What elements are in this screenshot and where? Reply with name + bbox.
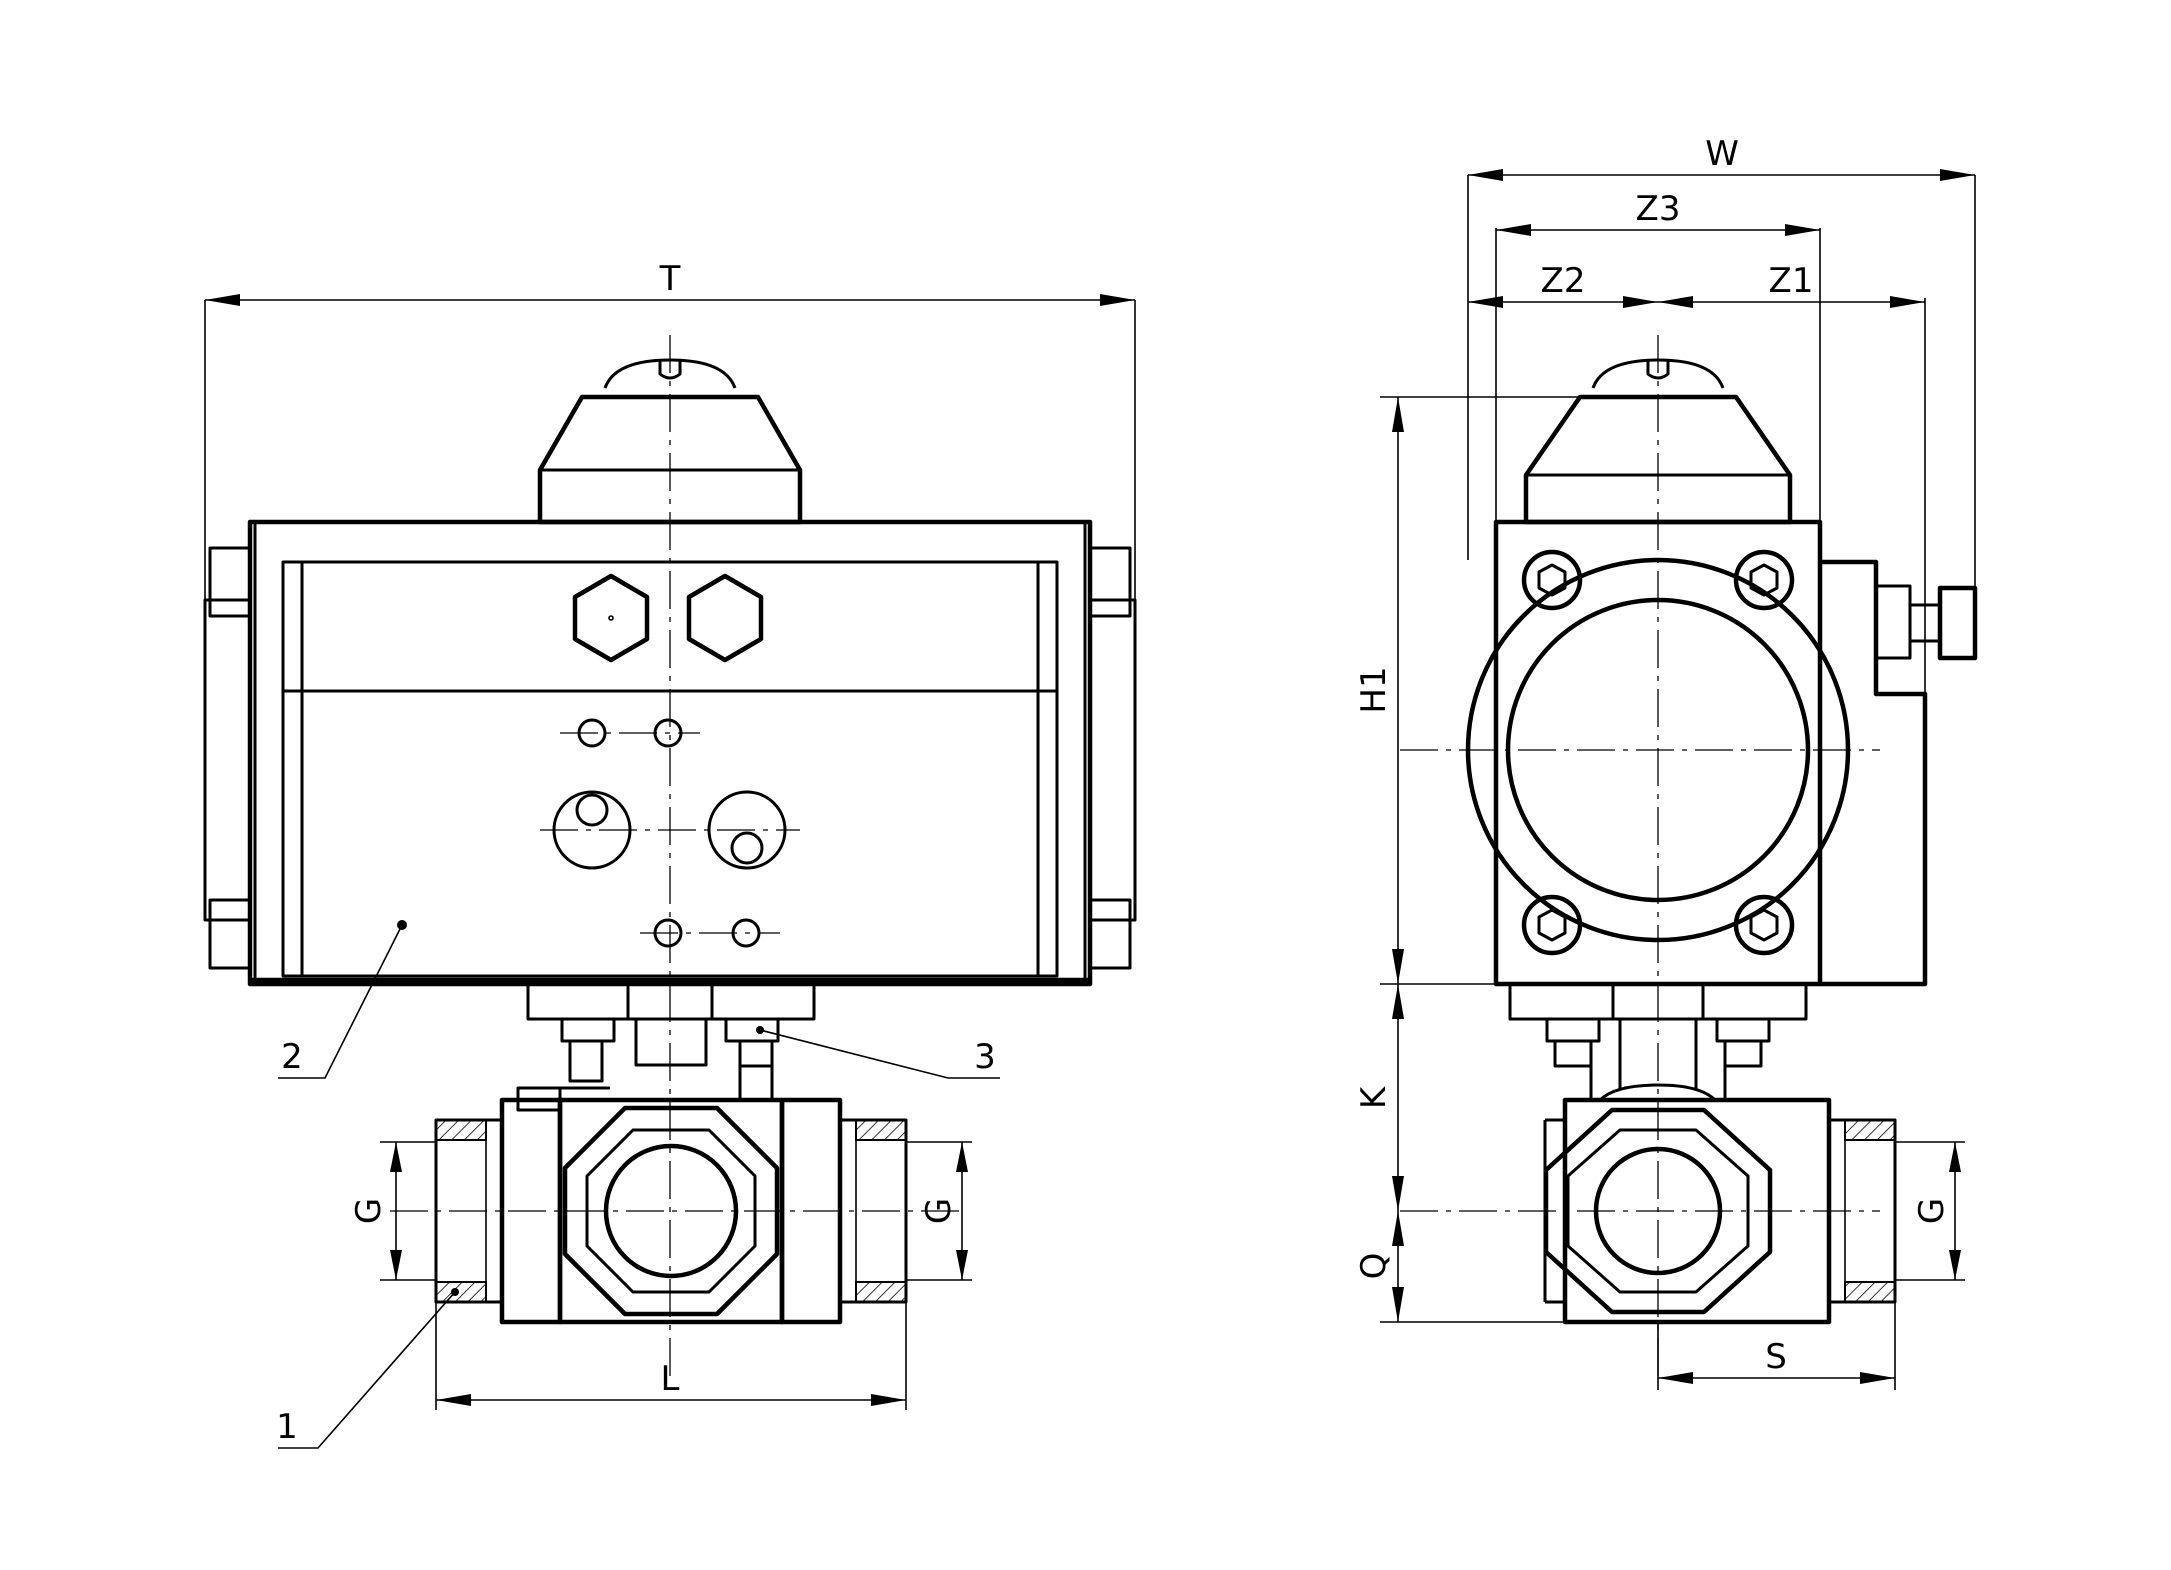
label-H1: H1 (1354, 666, 1394, 713)
label-Z2: Z2 (1541, 261, 1586, 301)
label-K: K (1354, 1085, 1394, 1109)
air-ports (397, 718, 800, 948)
label-S: S (1765, 1337, 1787, 1377)
front-view (203, 335, 1137, 1380)
callout-1-label: 1 (276, 1407, 298, 1447)
dimension-Z3: Z3 (1495, 189, 1821, 522)
label-Q: Q (1354, 1253, 1394, 1280)
label-G-right: G (919, 1198, 959, 1224)
callout-2: 2 (278, 924, 403, 1079)
dimension-Q: Q (1354, 1211, 1565, 1323)
end-cap-left (203, 546, 252, 970)
side-mounting-bracket (1508, 982, 1808, 1100)
callout-3-label: 3 (974, 1037, 996, 1077)
dimension-L: L (435, 1302, 907, 1410)
dimension-G-front-right: G (906, 1141, 972, 1281)
label-G-side: G (1912, 1198, 1952, 1224)
dimension-T: T (204, 259, 1136, 600)
dimension-H1: H1 (1354, 396, 1580, 985)
label-G-left: G (349, 1198, 389, 1224)
callout-2-label: 2 (281, 1037, 303, 1077)
dimension-G-front-left: G (349, 1141, 436, 1281)
dimension-G-side: G (1895, 1141, 1965, 1281)
callout-3: 3 (759, 1029, 1000, 1079)
hex-plug-right (686, 573, 764, 663)
label-Z3: Z3 (1636, 189, 1681, 229)
end-cap-right (1088, 546, 1137, 970)
label-L: L (661, 1359, 680, 1399)
mounting-bracket (526, 982, 816, 1100)
callout-1: 1 (276, 1291, 456, 1449)
label-W: W (1705, 134, 1739, 174)
dimension-W: W (1467, 134, 1976, 588)
dimension-K: K (1354, 984, 1404, 1211)
valve-body (434, 1086, 908, 1325)
label-T: T (659, 259, 681, 299)
hex-plug-left (572, 573, 650, 663)
dimension-S: S (1657, 1302, 1896, 1390)
label-Z1: Z1 (1769, 261, 1814, 301)
side-valve-body (1543, 1083, 1897, 1325)
side-actuator-body (1465, 519, 1978, 987)
side-view (1400, 335, 1978, 1380)
dimension-Z2-Z1: Z2 Z1 (1468, 261, 1926, 694)
